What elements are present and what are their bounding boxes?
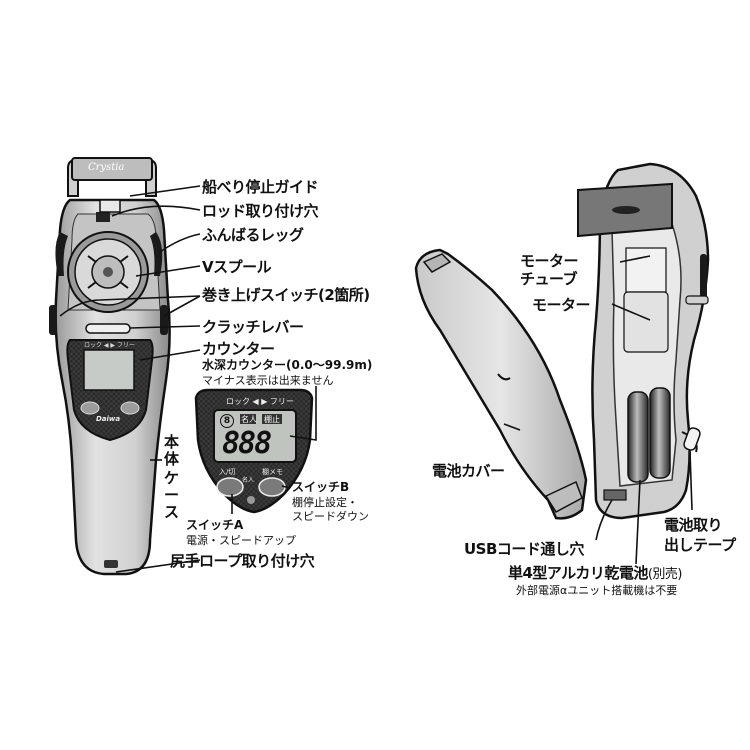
clutch-shape (85, 323, 131, 334)
brand-logo: Crystia (88, 162, 125, 173)
label-switch-a: スイッチA (186, 518, 244, 532)
label-battery: 単4型アルカリ乾電池(別売) (508, 562, 683, 583)
battery-2 (649, 387, 671, 479)
top-block (577, 182, 673, 238)
switch-right (160, 305, 168, 335)
label-switch-a-desc: 電源・スピードアップ (186, 534, 296, 547)
label-battery-sold: (別売) (647, 567, 683, 582)
motor-tube-shape (625, 247, 667, 293)
label-motor-tube-2: チューブ (520, 270, 578, 288)
counter-screen (83, 349, 135, 391)
maker-logo: Daiwa (96, 415, 121, 423)
label-legs: ふんばるレッグ (202, 226, 304, 244)
battery-1 (627, 391, 649, 483)
label-battery-note: 外部電源αユニット搭載機は不要 (516, 584, 678, 597)
label-depth: 水深カウンター(0.0〜99.9m) (202, 358, 373, 372)
lcd-tag-tanadome: 棚止 (264, 415, 280, 424)
lcd-digits: 888 (222, 426, 272, 461)
leg-left (55, 232, 68, 276)
label-motor: モーター (532, 296, 591, 314)
label-minus: マイナス表示は出来ません (202, 374, 334, 387)
zoomed-lcd-top-label: ロック ◀ ▶ フリー (226, 397, 294, 406)
label-guide: 船べり停止ガイド (202, 178, 319, 196)
switch-b-button (258, 477, 286, 497)
label-rod-hole: ロッド取り付け穴 (202, 202, 319, 220)
counter-top-label: ロック ◀ ▶ フリー (84, 342, 135, 349)
leader-lines (59, 185, 693, 573)
label-motor-tube-1: モーター (520, 252, 579, 270)
label-battery-tape-1: 電池取り (664, 516, 723, 534)
label-switch-b-desc-1: 棚停止設定・ (292, 496, 358, 509)
label-counter: カウンター (202, 340, 275, 358)
usb-hole-shape (603, 489, 627, 501)
switch-left (49, 305, 57, 335)
body-case-shape (54, 198, 171, 576)
label-spool: Vスプール (202, 258, 272, 276)
label-battery-cover: 電池カバー (432, 462, 505, 480)
main-body-shape (591, 162, 710, 520)
label-rope-hole: 尻手ロープ取り付け穴 (170, 552, 315, 570)
btn-right-label: 棚メモ (262, 468, 283, 476)
motor-shape (623, 291, 669, 353)
leg-right (150, 232, 163, 276)
lcd-index: 8 (220, 414, 234, 428)
rope-hole-shape (104, 560, 118, 568)
label-switch: 巻き上げスイッチ(2箇所) (202, 286, 370, 304)
btn-left-label: 入/切 (219, 468, 236, 476)
counter-panel (66, 339, 154, 442)
switch-a-button (216, 477, 244, 497)
btn-mid-label: 名人 (242, 477, 255, 484)
label-switch-b-desc-2: スピードダウン (292, 510, 369, 523)
label-case: ケース (164, 469, 179, 521)
label-battery-tape-2: 出しテープ (664, 536, 736, 554)
rod-hole-shape (96, 212, 110, 222)
label-switch-b: スイッチB (292, 480, 350, 494)
lcd-tag-meijin: 名人 (241, 415, 257, 424)
spool-outer (67, 231, 149, 313)
label-usb-hole: USBコード通し穴 (464, 540, 584, 558)
label-battery-title: 単4型アルカリ乾電池 (508, 564, 648, 582)
battery-tape (683, 427, 701, 451)
label-clutch: クラッチレバー (202, 318, 304, 336)
label-body: 本体 (164, 433, 179, 468)
